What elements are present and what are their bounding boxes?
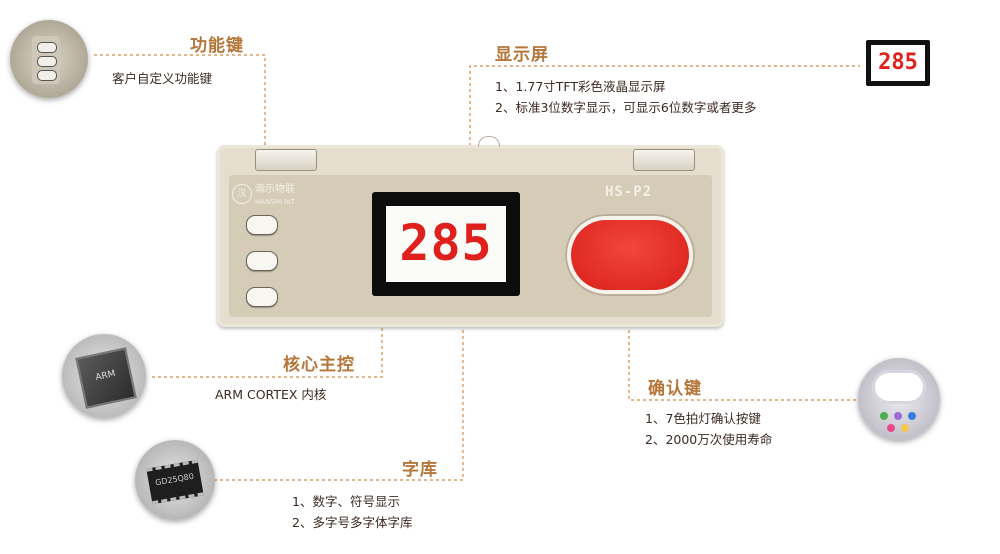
- brand-sub: HANSHI IoT: [255, 198, 295, 206]
- font-chip-thumbnail: GD25Q80: [135, 440, 215, 520]
- mini-confirm-button-icon: [872, 370, 926, 404]
- confirm-line1: 1、7色拍灯确认按键: [645, 411, 761, 426]
- confirm-line2: 2、2000万次使用寿命: [645, 432, 773, 447]
- yellow-light-icon: [901, 424, 909, 432]
- function-keys-desc: 客户自定义功能键: [112, 71, 213, 86]
- mini-screen-digits: 285: [871, 45, 925, 81]
- brand-name: 瀚示物联: [255, 184, 295, 195]
- function-key-3[interactable]: [246, 287, 278, 307]
- display-line1: 1、1.77寸TFT彩色液晶显示屏: [495, 79, 666, 94]
- confirm-button-light: [571, 220, 689, 290]
- display-title: 显示屏: [495, 45, 549, 65]
- flash-chip-icon: GD25Q80: [146, 459, 204, 505]
- mini-key-1-icon: [37, 42, 57, 53]
- display-line2: 2、标准3位数字显示，可显示6位数字或者更多: [495, 100, 757, 115]
- leader-core: [150, 310, 383, 378]
- function-key-1[interactable]: [246, 215, 278, 235]
- confirm-title: 确认键: [648, 379, 702, 399]
- core-desc: ARM CORTEX 内核: [215, 387, 327, 402]
- display-thumbnail: 285: [860, 26, 938, 104]
- function-keys-title: 功能键: [190, 36, 244, 56]
- flash-chip-text: GD25Q80: [154, 471, 195, 488]
- left-hinge: [255, 149, 317, 171]
- leader-font: [215, 300, 464, 481]
- green-light-icon: [880, 412, 888, 420]
- font-title: 字库: [402, 460, 438, 480]
- core-title: 核心主控: [283, 355, 355, 375]
- mini-key-2-icon: [37, 56, 57, 67]
- mcu-chip-text: ARM: [94, 369, 117, 384]
- purple-light-icon: [894, 412, 902, 420]
- confirm-button-thumbnail: [858, 358, 940, 440]
- mini-key-3-icon: [37, 70, 57, 81]
- mini-screen: 285: [866, 40, 930, 86]
- leader-function-keys: [94, 54, 266, 150]
- pink-light-icon: [887, 424, 895, 432]
- device-screen: 285: [372, 192, 520, 296]
- core-chip-thumbnail: ARM: [62, 334, 146, 418]
- blue-light-icon: [908, 412, 916, 420]
- mcu-chip-icon: ARM: [75, 347, 137, 409]
- function-keys-thumbnail: [10, 20, 88, 98]
- screen-panel: 285: [386, 206, 506, 282]
- right-hinge: [633, 149, 695, 171]
- font-line2: 2、多字号多字体字库: [292, 515, 413, 530]
- screen-digits: 285: [399, 214, 493, 272]
- brand-block: 瀚示物联 HANSHI IoT: [255, 184, 295, 208]
- model-label: HS-P2: [605, 184, 653, 200]
- top-clip: [478, 136, 500, 147]
- function-key-2[interactable]: [246, 251, 278, 271]
- font-line1: 1、数字、符号显示: [292, 494, 400, 509]
- brand-logo-icon: 汉: [232, 184, 252, 204]
- confirm-button[interactable]: [565, 214, 695, 296]
